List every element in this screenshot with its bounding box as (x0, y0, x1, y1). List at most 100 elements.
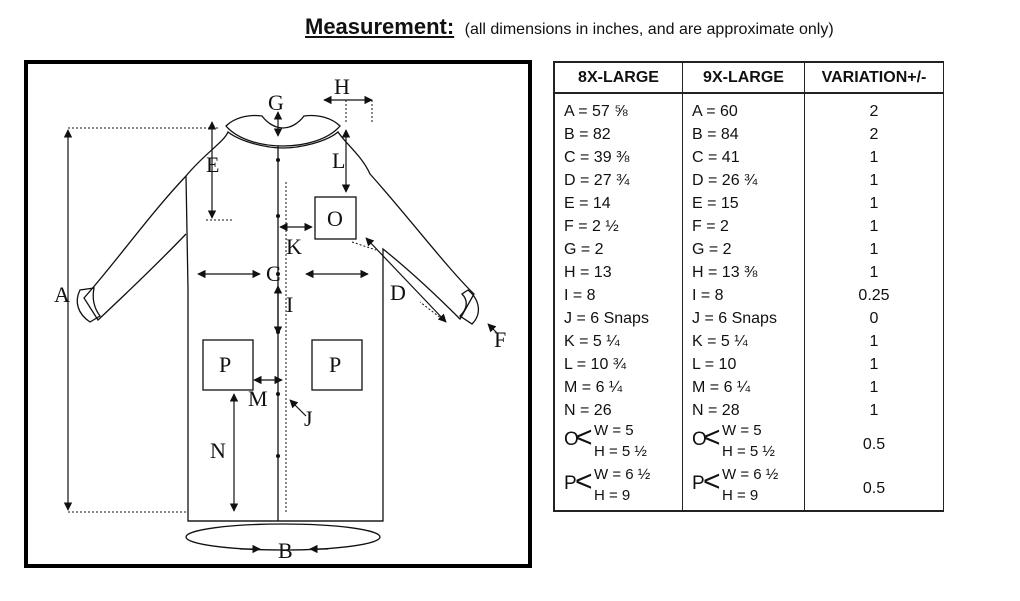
cell-9xl: H = 13 ⅜ (682, 261, 805, 284)
cell-8xl: N = 26 (553, 399, 683, 422)
cell-variation: 2 (804, 123, 944, 146)
label-a: A (54, 282, 70, 307)
cell-variation: 1 (804, 215, 944, 238)
pocket-p-right (311, 339, 363, 391)
cell-variation: 1 (804, 192, 944, 215)
angle-bracket-icon: < (575, 465, 593, 498)
pocket-o-9xl: O < W = 5 H = 5 ½ (682, 421, 805, 466)
cell-variation: 2 (804, 93, 944, 123)
title-note: (all dimensions in inches, and are appro… (464, 21, 834, 38)
col-variation-header: VARIATION+/- (804, 61, 944, 94)
pocket-p-8xl: P < W = 6 ½ H = 9 (553, 465, 683, 512)
pocket-p-row: P < W = 6 ½ H = 9 P < W = 6 ½ H = 9 0.5 (553, 465, 944, 512)
label-e: E (206, 152, 219, 177)
pocket-p-label: P (564, 473, 577, 494)
cell-9xl: F = 2 (682, 215, 805, 238)
cell-8xl: J = 6 Snaps (553, 307, 683, 330)
label-b: B (278, 538, 293, 563)
cell-8xl: G = 2 (553, 238, 683, 261)
pocket-p-width: W = 6 ½ (594, 466, 651, 483)
pocket-p-height: H = 9 (594, 487, 631, 504)
hem-ellipse (185, 523, 381, 551)
cell-8xl: M = 6 ¼ (553, 376, 683, 399)
cell-8xl: K = 5 ¼ (553, 330, 683, 353)
label-j: J (304, 406, 313, 431)
label-m: M (248, 386, 268, 411)
angle-bracket-icon: < (703, 421, 721, 454)
pocket-o (314, 196, 357, 240)
pocket-o-variation: 0.5 (804, 422, 944, 466)
cell-9xl: G = 2 (682, 238, 805, 261)
col-8xl-header: 8X-LARGE (553, 61, 683, 94)
pocket-o-label: O (692, 429, 707, 450)
cell-8xl: I = 8 (553, 284, 683, 307)
title-heading: Measurement: (305, 14, 455, 39)
label-i: I (286, 292, 293, 317)
cell-8xl: H = 13 (553, 261, 683, 284)
cell-9xl: B = 84 (682, 123, 805, 146)
pocket-o-width: W = 5 (594, 422, 634, 439)
cell-variation: 1 (804, 353, 944, 376)
pocket-p-width: W = 6 ½ (722, 466, 779, 483)
label-l: L (332, 148, 345, 173)
collar (225, 114, 341, 147)
cell-variation: 1 (804, 169, 944, 192)
left-sleeve (83, 175, 187, 322)
label-d: D (390, 280, 406, 305)
coat-outline (185, 130, 475, 522)
label-f: F (494, 327, 506, 352)
label-k: K (286, 234, 302, 259)
lab-coat-drawing: A B C D E F G H I J K L M N O P P (54, 74, 506, 563)
cell-8xl: F = 2 ½ (553, 215, 683, 238)
label-g: G (268, 90, 284, 115)
label-p-left: P (219, 352, 231, 377)
garment-diagram: A B C D E F G H I J K L M N O P P (24, 60, 532, 568)
cell-9xl: J = 6 Snaps (682, 307, 805, 330)
cell-9xl: C = 41 (682, 146, 805, 169)
pocket-p-label: P (692, 473, 705, 494)
label-n: N (210, 438, 226, 463)
page-title: Measurement: (all dimensions in inches, … (305, 14, 834, 40)
pocket-o-height: H = 5 ½ (594, 443, 647, 460)
angle-bracket-icon: < (575, 421, 593, 454)
cell-9xl: K = 5 ¼ (682, 330, 805, 353)
table-header-row: 8X-LARGE 9X-LARGE VARIATION+/- (553, 61, 944, 94)
col-9xl-header: 9X-LARGE (682, 61, 805, 94)
label-c: C (266, 261, 281, 286)
pocket-o-8xl: O < W = 5 H = 5 ½ (553, 421, 683, 466)
label-p-right: P (329, 352, 341, 377)
cell-variation: 1 (804, 376, 944, 399)
label-h: H (334, 74, 350, 99)
cell-8xl: E = 14 (553, 192, 683, 215)
pocket-o-label: O (564, 429, 579, 450)
cell-variation: 1 (804, 238, 944, 261)
cell-8xl: B = 82 (553, 123, 683, 146)
cell-variation: 1 (804, 399, 944, 422)
pocket-p-left (202, 339, 254, 391)
label-o: O (327, 206, 343, 231)
angle-bracket-icon: < (703, 465, 721, 498)
cell-9xl: N = 28 (682, 399, 805, 422)
pocket-o-height: H = 5 ½ (722, 443, 775, 460)
left-cuff (76, 287, 101, 323)
cell-8xl: L = 10 ¾ (553, 353, 683, 376)
cell-8xl: D = 27 ¾ (553, 169, 683, 192)
cell-variation: 1 (804, 330, 944, 353)
pocket-p-variation: 0.5 (804, 466, 944, 512)
cell-variation: 1 (804, 261, 944, 284)
pocket-p-9xl: P < W = 6 ½ H = 9 (682, 465, 805, 512)
cell-9xl: M = 6 ¼ (682, 376, 805, 399)
pocket-o-row: O < W = 5 H = 5 ½ O < W = 5 H = 5 ½ 0.5 (553, 421, 944, 466)
pocket-p-height: H = 9 (722, 487, 759, 504)
